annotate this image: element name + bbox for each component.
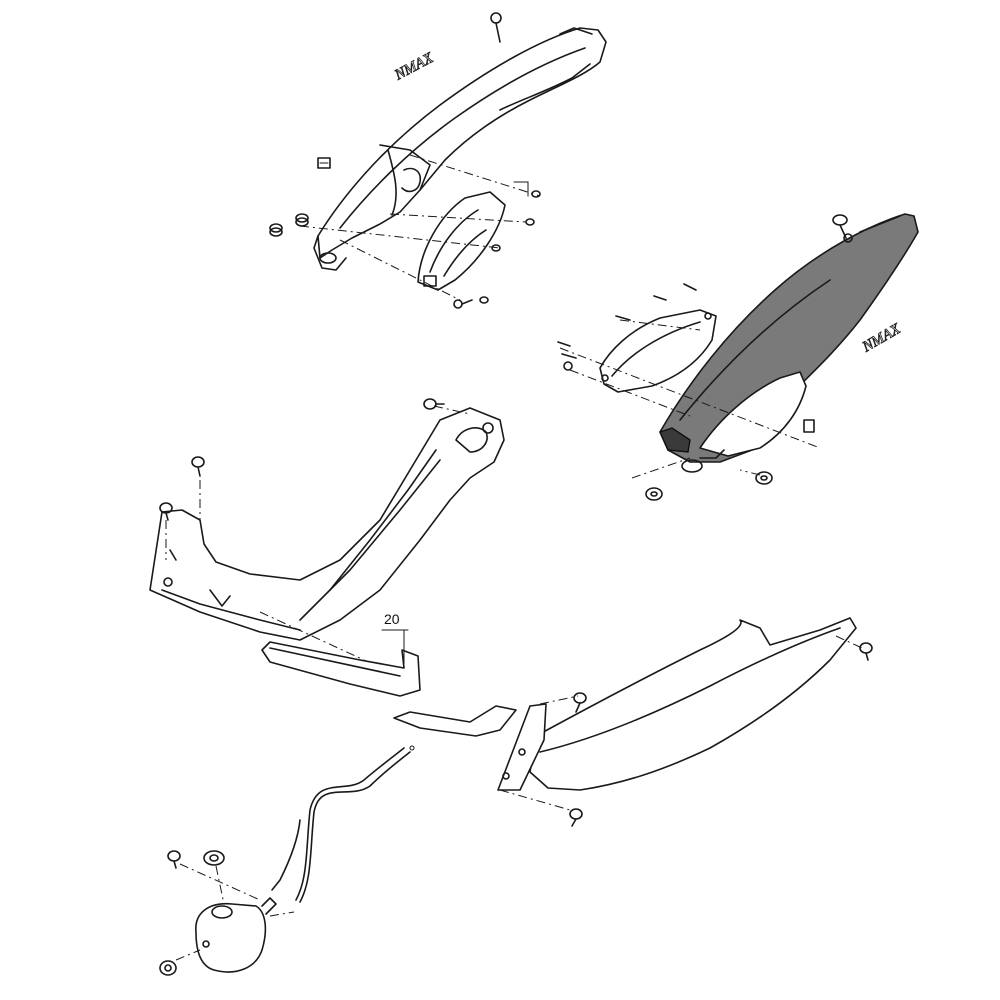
washer-icon bbox=[479, 296, 489, 304]
clip-icon bbox=[557, 341, 577, 359]
fasteners-left bbox=[159, 398, 445, 521]
clip-nut-icon bbox=[317, 157, 331, 169]
grommet-icon bbox=[295, 213, 309, 227]
bolt-icon bbox=[490, 12, 502, 43]
fasteners-lower-right bbox=[569, 642, 873, 827]
clip-nut-icon bbox=[803, 419, 815, 433]
bolt-icon bbox=[423, 398, 445, 410]
nmax-logo-dark-cover: NMAX bbox=[859, 321, 904, 356]
callout-20-label: 20 bbox=[384, 611, 400, 627]
grommet-icon bbox=[159, 960, 177, 976]
reflector-cover bbox=[599, 309, 717, 393]
grommet-icon bbox=[203, 850, 225, 866]
lower-side-cover bbox=[393, 617, 857, 791]
screw-icon bbox=[573, 692, 587, 713]
upper-rear-cover: NMAX bbox=[313, 27, 607, 271]
side-bracket-cover bbox=[417, 191, 506, 291]
washer-icon bbox=[531, 190, 541, 198]
assembly-lines-lower-right bbox=[499, 635, 863, 811]
clip-icon bbox=[615, 315, 631, 321]
assembly-lines-top bbox=[299, 154, 541, 301]
washer-icon bbox=[525, 218, 535, 226]
screw-icon bbox=[859, 642, 873, 661]
grommet-icon bbox=[269, 223, 283, 237]
breather-hose bbox=[271, 745, 415, 903]
footrest-strip bbox=[261, 641, 421, 697]
fasteners-reservoir bbox=[159, 850, 295, 976]
clip-icon bbox=[653, 295, 667, 301]
washer-icon bbox=[755, 471, 773, 485]
clip-icon bbox=[683, 283, 697, 291]
floor-side-cover bbox=[149, 407, 505, 641]
screw-icon bbox=[569, 808, 583, 827]
screw-icon bbox=[453, 299, 473, 309]
dark-side-cover: NMAX bbox=[659, 213, 919, 473]
washer-icon bbox=[645, 487, 663, 501]
nmax-logo-upper: NMAX bbox=[391, 50, 436, 84]
bolt-icon bbox=[191, 456, 205, 477]
fasteners-top bbox=[269, 12, 541, 309]
callout-20: 20 bbox=[381, 611, 409, 665]
fasteners-right bbox=[557, 214, 848, 501]
bolt-icon bbox=[832, 214, 848, 239]
screw-icon bbox=[563, 361, 573, 371]
coolant-reservoir bbox=[195, 897, 277, 973]
assembly-lines-right bbox=[559, 319, 821, 479]
bolt-icon bbox=[159, 502, 173, 521]
bolt-icon bbox=[167, 850, 181, 869]
washer-icon bbox=[491, 244, 501, 252]
